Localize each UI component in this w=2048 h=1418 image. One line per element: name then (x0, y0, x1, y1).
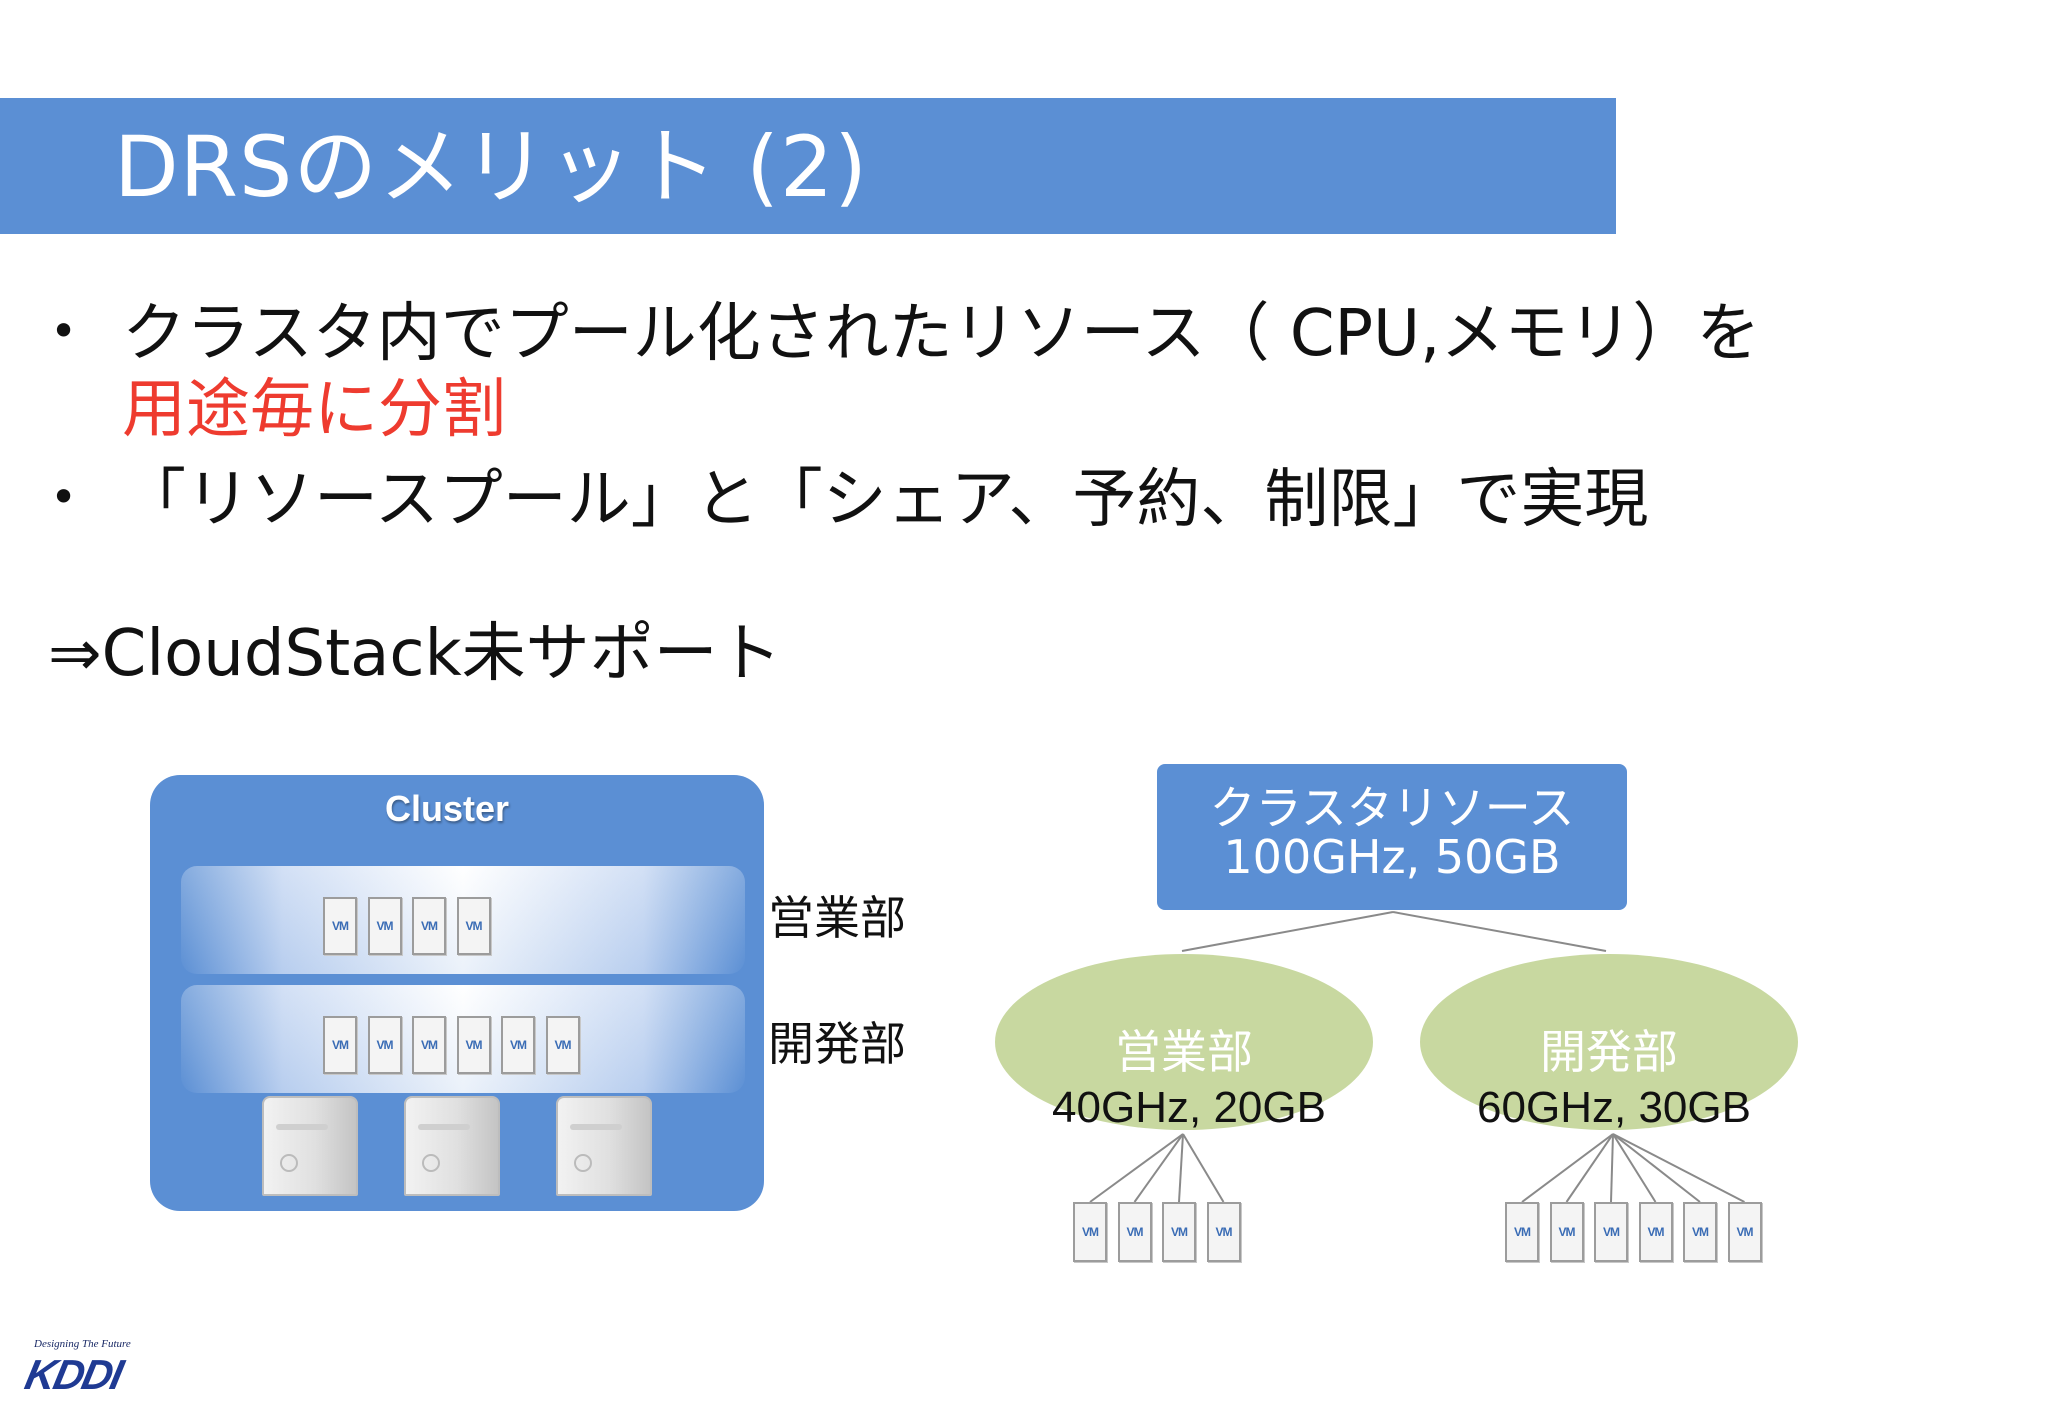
vm-icon: VM (323, 1016, 357, 1074)
pool-dev-alloc: 60GHz, 30GB (1477, 1083, 1751, 1132)
cluster-resource-title: クラスタリソース (1209, 781, 1575, 835)
tree-connector (1089, 1133, 1184, 1203)
vm-icon-label: VM (1171, 1225, 1188, 1239)
tree-connector (1610, 1133, 1614, 1203)
server-icon (556, 1096, 652, 1196)
vm-icon: VM (1162, 1202, 1196, 1262)
vm-icon-label: VM (1215, 1225, 1233, 1239)
server-icon (404, 1096, 500, 1196)
vm-icon-label: VM (1647, 1225, 1665, 1239)
resource-pool-dev (1420, 954, 1798, 1130)
vm-icon-label: VM (1692, 1225, 1709, 1239)
tree-connector (1565, 1133, 1614, 1203)
vm-icon-label: VM (1082, 1225, 1099, 1239)
bullet-2-text: 「リソースプール」と「シェア、予約、制限」で実現 (122, 463, 1649, 537)
vm-icon: VM (1505, 1202, 1539, 1262)
vm-icon: VM (1073, 1202, 1107, 1262)
tree-connector (1178, 1133, 1184, 1203)
vm-icon-label: VM (332, 919, 349, 933)
vm-icon: VM (367, 1016, 402, 1074)
vm-icon-label: VM (554, 1038, 572, 1052)
cluster-resource-box (1157, 764, 1627, 910)
vm-icon-label: VM (421, 919, 438, 933)
tree-connector (1612, 1133, 1745, 1203)
vm-icon: VM (1206, 1202, 1241, 1262)
vm-icon-label: VM (332, 1038, 349, 1052)
vm-icon-label: VM (376, 1038, 394, 1052)
pool-band-dev (181, 985, 745, 1093)
pool-dev-title: 開発部 (1540, 1025, 1678, 1079)
vm-icon-label: VM (465, 919, 483, 933)
vm-icon-label: VM (376, 919, 394, 933)
bullet-1-highlight: 用途毎に分割 (122, 373, 506, 447)
vm-icon: VM (545, 1016, 580, 1074)
vm-icon: VM (1594, 1202, 1628, 1262)
vm-icon-label: VM (1514, 1225, 1531, 1239)
tree-connector (1521, 1133, 1614, 1203)
vm-icon-label: VM (1736, 1225, 1754, 1239)
vm-icon: VM (323, 897, 357, 955)
tree-connector (1612, 1133, 1657, 1203)
title-bar (0, 98, 1616, 234)
vm-icon: VM (412, 897, 446, 955)
cluster-label: Cluster (384, 788, 510, 829)
conclusion-text: ⇒CloudStack未サポート (48, 617, 782, 691)
kddi-logo: KDDI (21, 1351, 126, 1398)
pool-label-sales: 営業部 (768, 891, 906, 945)
vm-icon: VM (456, 1016, 491, 1074)
vm-icon-label: VM (421, 1038, 438, 1052)
vm-icon-label: VM (1603, 1225, 1620, 1239)
bullet-dot: • (50, 470, 78, 524)
vm-icon-label: VM (465, 1038, 483, 1052)
server-icon (262, 1096, 358, 1196)
vm-icon: VM (1549, 1202, 1584, 1262)
bullet-dot: • (50, 304, 78, 358)
logo-tagline: Designing The Future (34, 1338, 131, 1350)
vm-icon-label: VM (1126, 1225, 1144, 1239)
vm-icon-label: VM (510, 1038, 527, 1052)
vm-icon: VM (1727, 1202, 1762, 1262)
tree-connector (1133, 1133, 1184, 1203)
vm-icon: VM (1638, 1202, 1673, 1262)
tree-connector (1612, 1133, 1701, 1203)
pool-band-sales (181, 866, 745, 974)
bullet-1-text: クラスタ内でプール化されたリソース（ CPU,メモリ）を (122, 297, 1761, 371)
tree-connector (1182, 1133, 1225, 1203)
cluster-resource-total: 100GHz, 50GB (1223, 830, 1561, 884)
slide-title: DRSのメリット (2) (114, 118, 869, 216)
vm-icon-label: VM (1558, 1225, 1576, 1239)
resource-pool-sales (995, 954, 1373, 1130)
pool-label-dev: 開発部 (768, 1017, 906, 1071)
vm-icon: VM (1117, 1202, 1152, 1262)
vm-icon: VM (367, 897, 402, 955)
pool-sales-title: 営業部 (1115, 1025, 1253, 1079)
pool-sales-alloc: 40GHz, 20GB (1052, 1083, 1326, 1132)
vm-icon: VM (501, 1016, 535, 1074)
vm-icon: VM (1683, 1202, 1717, 1262)
vm-icon: VM (456, 897, 491, 955)
vm-icon: VM (412, 1016, 446, 1074)
